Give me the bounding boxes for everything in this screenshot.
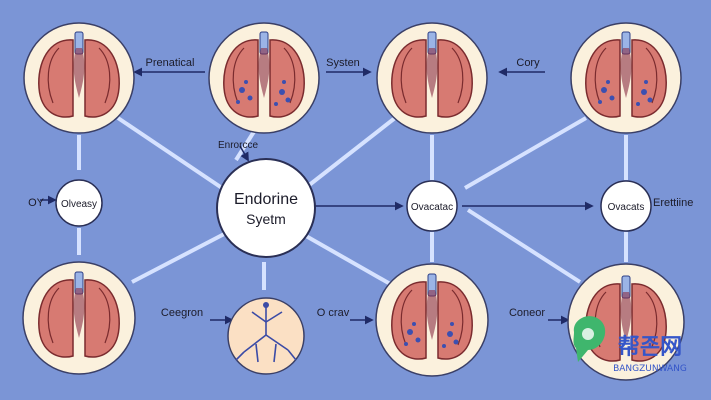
label-ovacatac: Ovacatac (411, 202, 453, 213)
arrow-trr-to-midright (463, 116, 588, 190)
label-prenatical: Prenatical (146, 57, 195, 69)
label-enrorcce: Enrorcce (218, 140, 258, 151)
label-coneor: Coneor (509, 307, 545, 319)
organ-node-top-left (23, 22, 135, 134)
label-cory: Cory (516, 57, 540, 69)
center-title-line2: Syetm (246, 211, 286, 227)
watermark: 帮존网 BANGZUNWANG (573, 316, 687, 374)
node-ovacatac: Ovacatac (406, 180, 458, 232)
organ-node-bottom-far-right (567, 263, 685, 381)
node-ovacats: Ovacats (600, 180, 652, 232)
center-node: Endorine Syetm (216, 158, 316, 258)
organ-node-top-right (376, 22, 488, 134)
organ-node-top-center (208, 22, 320, 134)
arrow-enrorcce (239, 145, 249, 162)
watermark-title: 帮존网 (618, 334, 682, 360)
organ-node-top-far-right (570, 22, 682, 134)
watermark-subtitle: BANGZUNWANG (613, 364, 687, 374)
center-title-line1: Endorine (234, 191, 298, 208)
label-ceegron: Ceegron (161, 307, 203, 319)
label-erettiine: Erettiine (653, 197, 693, 209)
arrow-midright-to-brr (466, 208, 582, 284)
nerve-node (227, 297, 305, 375)
arrow-tl-to-center (116, 116, 224, 190)
node-olveasy: Olveasy (55, 179, 103, 227)
label-ovacats: Ovacats (608, 202, 645, 213)
label-system: Systen (326, 57, 360, 69)
arrow-center-to-bm (305, 234, 393, 287)
label-oy: OY (28, 197, 45, 209)
label-olveasy: Olveasy (61, 199, 97, 210)
connector-arrows (77, 116, 628, 290)
label-ocrav: O crav (317, 307, 350, 319)
organ-node-bottom-left (22, 261, 136, 375)
arrow-center-to-bl (131, 230, 229, 284)
arrow-center-to-tr (306, 116, 397, 188)
organ-node-bottom-right (375, 263, 489, 377)
arrow-center-to-tc (234, 128, 257, 162)
